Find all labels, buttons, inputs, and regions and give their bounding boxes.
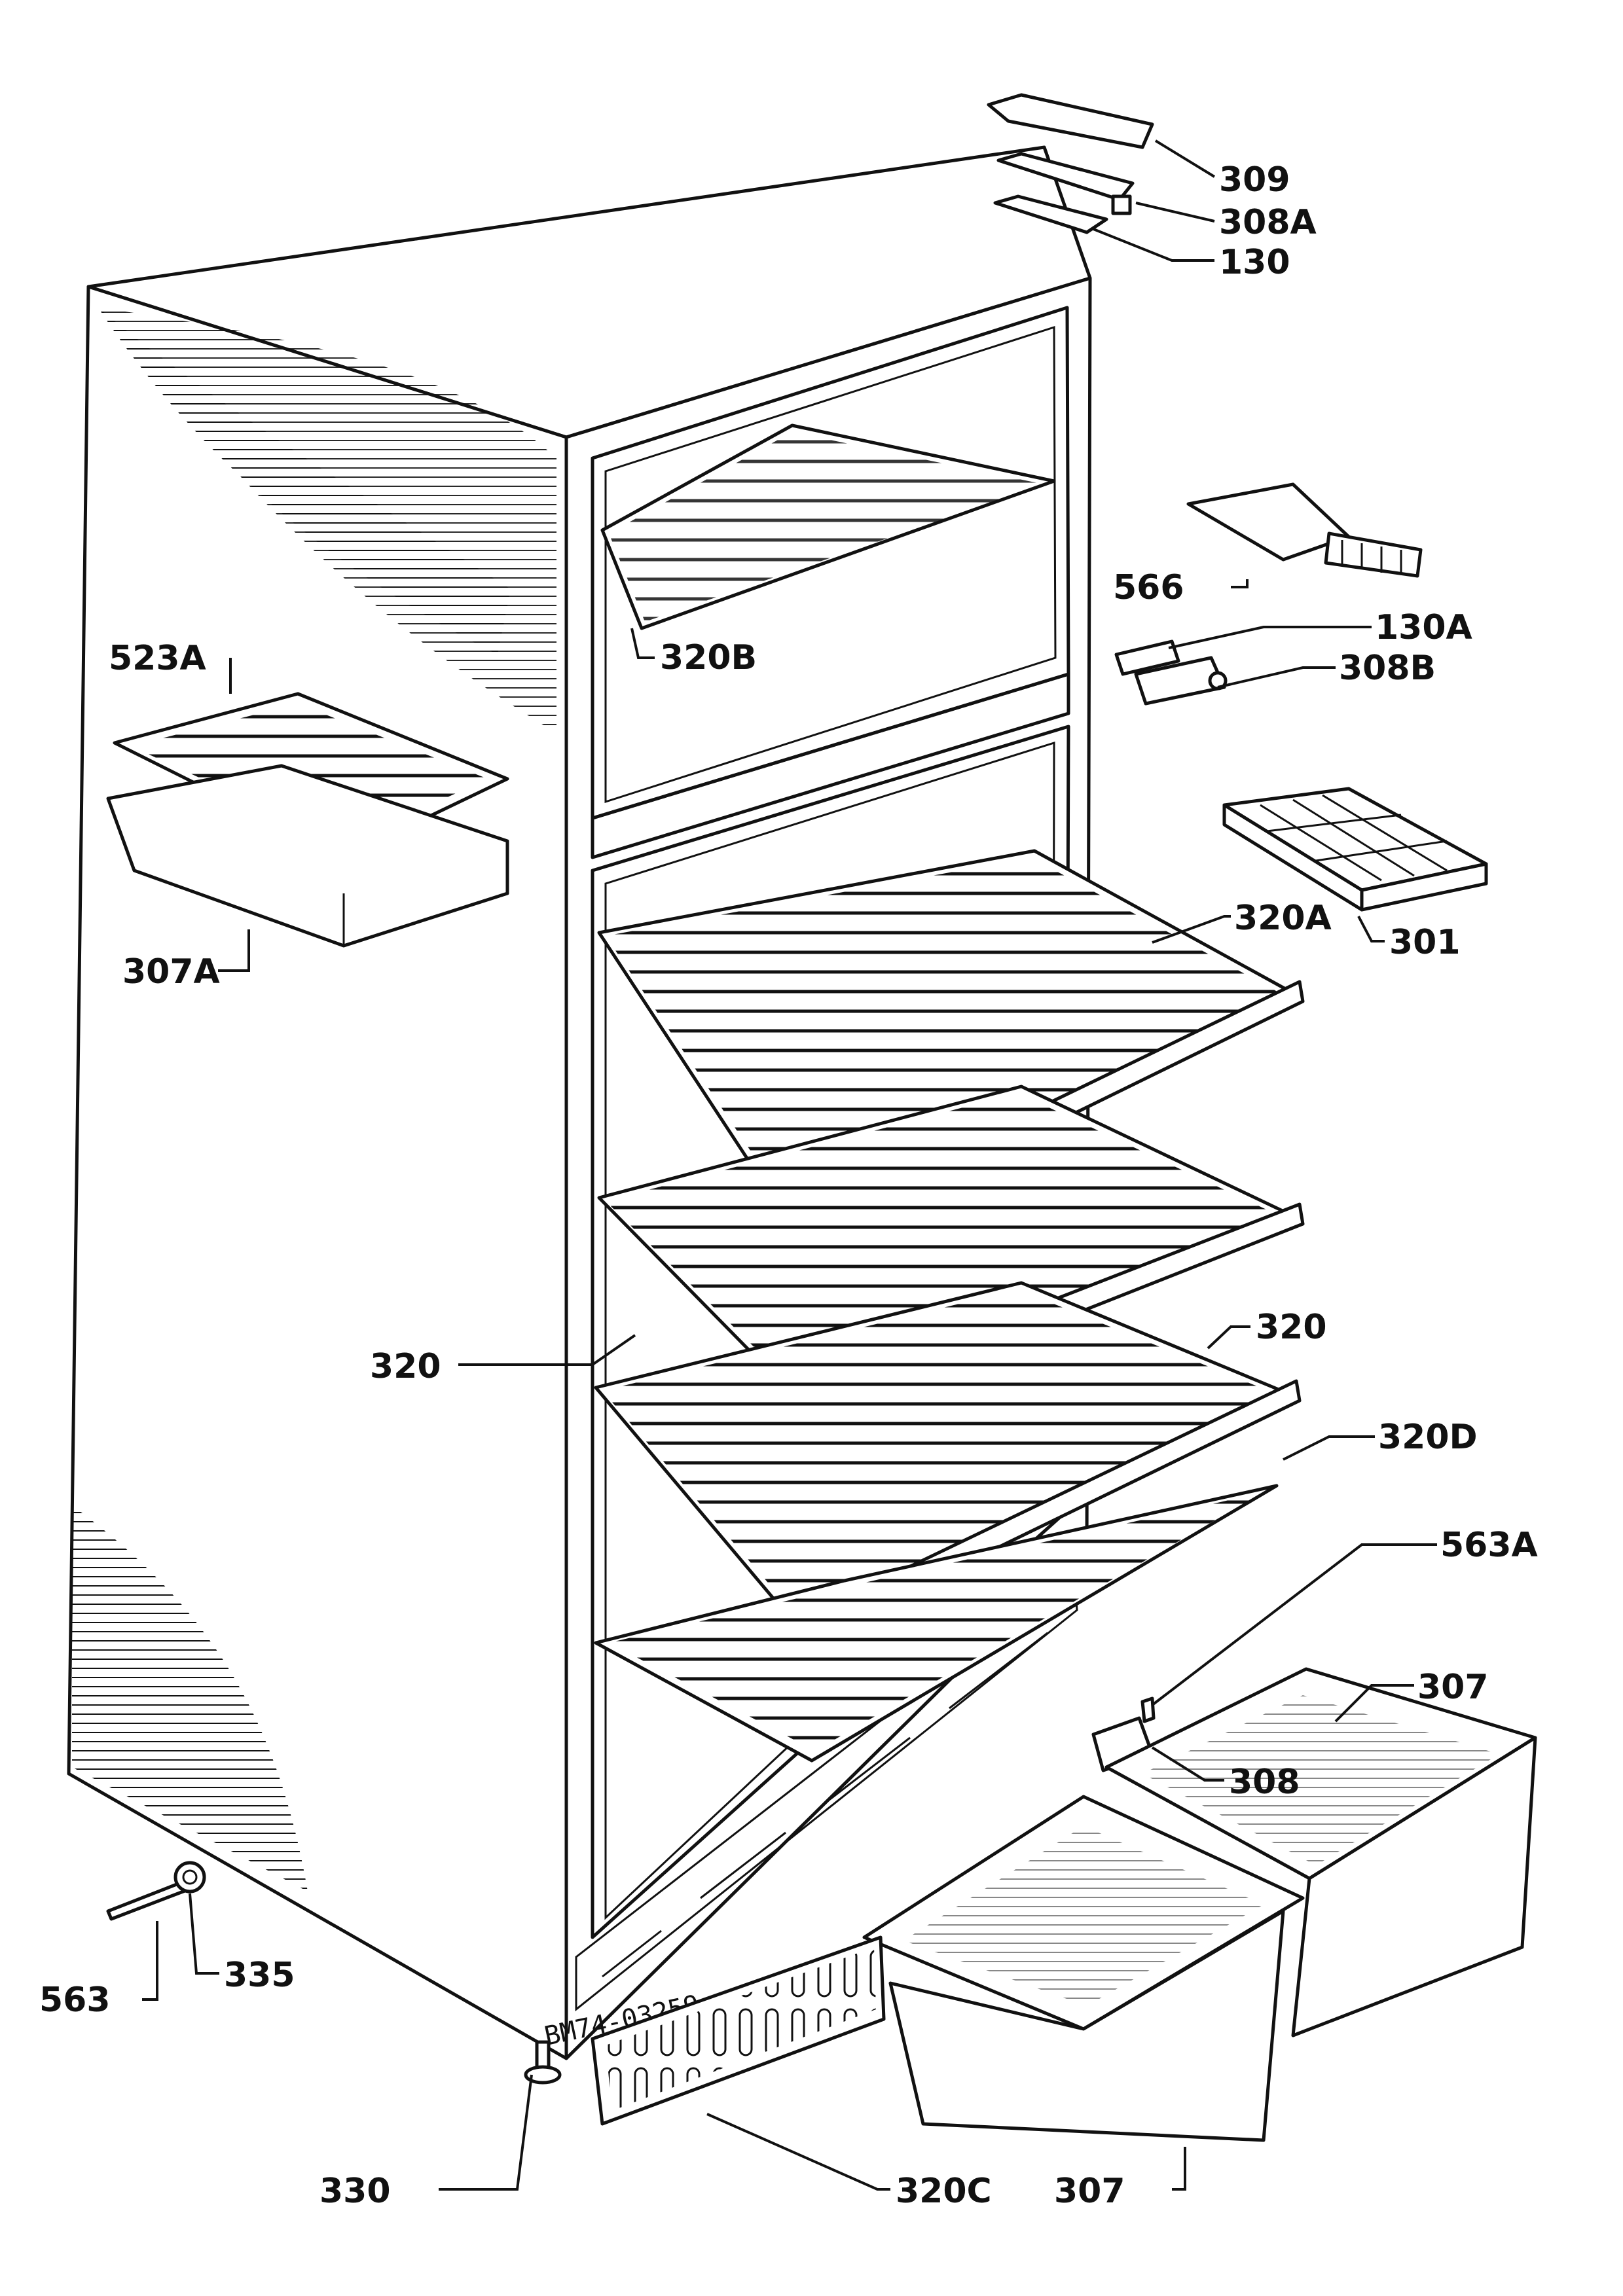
crisper-drawer-307-top [1104, 1667, 1537, 2037]
shim-130 [993, 194, 1108, 234]
nut-335 [173, 1861, 206, 1893]
crisper-drawer-307-bottom [862, 1795, 1305, 2142]
label-566: 566 [1113, 568, 1184, 607]
label-130A: 130A [1375, 608, 1472, 647]
label-301: 301 [1389, 923, 1461, 962]
label-330: 330 [319, 2172, 391, 2211]
label-563: 563 [39, 1981, 111, 2020]
shelf-320D [594, 1484, 1279, 1763]
label-523A: 523A [109, 639, 206, 678]
freezer-shelf-320B [600, 423, 1056, 630]
leader-lines [142, 139, 1437, 2191]
freezer-tray-307A [106, 764, 509, 948]
label-335: 335 [224, 1956, 295, 1995]
middle-hinge-130A [1114, 639, 1180, 676]
label-308B: 308B [1339, 649, 1436, 688]
label-307-top: 307 [1417, 1668, 1489, 1707]
ice-scoop-566 [1186, 482, 1423, 578]
toe-grille-320C [591, 1935, 886, 2126]
leveling-foot-330 [524, 2040, 562, 2085]
pin-563 [106, 1880, 189, 1921]
label-308: 308 [1229, 1763, 1300, 1802]
label-130: 130 [1219, 243, 1290, 282]
label-308A: 308A [1219, 203, 1317, 242]
label-320D: 320D [1378, 1418, 1478, 1457]
label-307A: 307A [122, 952, 220, 992]
part-labels: 309 308A 130 566 130A 308B 320B 523A 307… [39, 160, 1538, 2211]
ice-tray-301 [1222, 787, 1488, 912]
middle-hinge-308B [1134, 656, 1228, 706]
hinge-cover-309 [987, 93, 1154, 149]
hinge-pin-563A [1140, 1696, 1156, 1723]
label-320B: 320B [660, 638, 757, 677]
label-320-left: 320 [370, 1347, 441, 1386]
label-307-bottom: 307 [1054, 2172, 1125, 2211]
label-320A: 320A [1234, 899, 1332, 938]
label-320-right: 320 [1256, 1308, 1327, 1347]
label-309: 309 [1219, 160, 1290, 200]
label-320C: 320C [896, 2172, 992, 2211]
top-hinge-308A [996, 152, 1135, 215]
label-563A: 563A [1440, 1526, 1538, 1565]
